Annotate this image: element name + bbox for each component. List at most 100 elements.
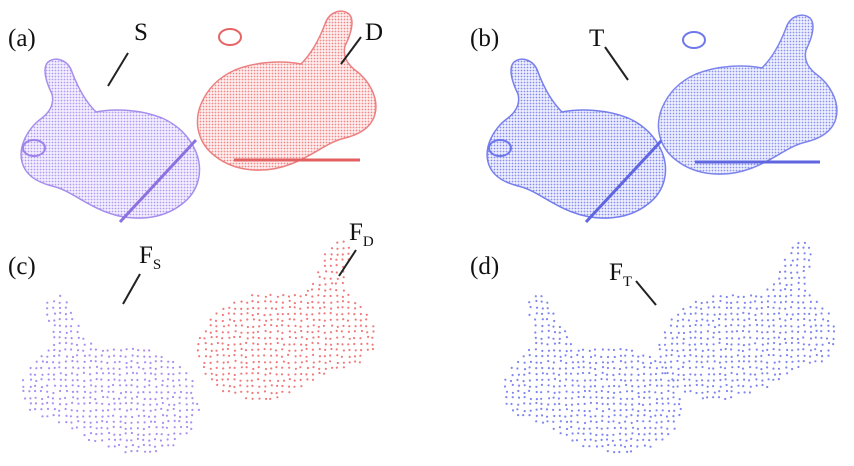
transformed-point	[814, 319, 816, 321]
transformed-point	[820, 325, 822, 327]
transformed-point	[719, 338, 721, 340]
transformed-point	[607, 367, 609, 369]
transformed-point	[529, 366, 531, 368]
destination-point	[264, 374, 266, 376]
source-point	[119, 434, 121, 436]
transformed-point	[701, 392, 703, 394]
destination-point	[246, 391, 248, 393]
source-point	[95, 349, 97, 351]
transformed-point	[596, 408, 598, 410]
destination-point	[233, 343, 235, 345]
transformed-point	[668, 410, 670, 412]
transformed-point	[695, 392, 697, 394]
transformed-point	[712, 320, 714, 322]
destination-point	[270, 300, 272, 302]
transformed-point	[683, 332, 685, 334]
destination-point	[240, 301, 242, 303]
transformed-point	[749, 366, 751, 368]
transformed-point	[582, 372, 584, 374]
destination-point	[281, 348, 283, 350]
transformed-point	[624, 421, 626, 423]
transformed-point	[678, 332, 680, 334]
transformed-point	[743, 296, 745, 298]
source-point	[172, 444, 174, 446]
destination-point	[281, 307, 283, 309]
transformed-point	[779, 295, 781, 297]
source-point	[131, 397, 133, 399]
source-point	[186, 426, 188, 428]
callout-fs-leader	[123, 274, 140, 304]
source-point	[172, 396, 174, 398]
transformed-point	[673, 420, 675, 422]
destination-point	[277, 330, 279, 332]
transformed-point	[797, 319, 799, 321]
transformed-point	[778, 349, 780, 351]
source-point	[125, 402, 127, 404]
destination-point	[330, 278, 332, 280]
destination-point	[293, 343, 295, 345]
source-point	[82, 350, 84, 352]
source-point	[101, 433, 103, 435]
source-point	[149, 433, 151, 435]
transformed-point	[637, 386, 639, 388]
transformed-point	[608, 385, 610, 387]
transformed-point	[631, 390, 633, 392]
transformed-point	[707, 356, 709, 358]
transformed-point	[671, 343, 673, 345]
transformed-point	[625, 349, 627, 351]
transformed-point	[510, 380, 512, 382]
transformed-point	[547, 355, 549, 357]
transformed-point	[743, 360, 745, 362]
source-point	[186, 432, 188, 434]
destination-point	[318, 326, 320, 328]
source-point	[137, 427, 139, 429]
source-point	[65, 403, 67, 405]
transformed-point	[706, 301, 708, 303]
transformed-point	[772, 307, 774, 309]
destination-point	[331, 282, 333, 284]
destination-point	[306, 378, 308, 380]
transformed-point	[570, 356, 572, 358]
transformed-point	[560, 360, 562, 362]
transformed-point	[743, 307, 745, 309]
transformed-point	[791, 349, 793, 351]
destination-point	[361, 330, 363, 332]
callout-s: S	[108, 19, 148, 86]
transformed-point	[595, 434, 597, 436]
destination-point	[251, 380, 253, 382]
transformed-point	[672, 415, 674, 417]
transformed-point	[535, 295, 537, 297]
source-point	[125, 416, 127, 418]
source-point	[180, 426, 182, 428]
destination-point	[210, 362, 212, 364]
source-point	[172, 361, 174, 363]
destination-point	[360, 343, 362, 345]
transformed-point	[607, 450, 609, 452]
transformed-point	[748, 343, 750, 345]
source-point	[148, 384, 150, 386]
source-point	[71, 360, 73, 362]
destination-point	[276, 396, 278, 398]
source-point	[132, 444, 134, 446]
transformed-point	[566, 421, 568, 423]
source-point	[130, 384, 132, 386]
transformed-point	[808, 259, 810, 261]
source-point	[174, 392, 176, 394]
source-point	[29, 409, 31, 411]
transformed-point	[814, 307, 816, 309]
transformed-point	[749, 337, 751, 339]
destination-point	[281, 332, 283, 334]
destination-point	[245, 397, 247, 399]
transformed-point	[535, 348, 537, 350]
transformed-point	[673, 410, 675, 412]
transformed-point	[625, 409, 627, 411]
transformed-point	[779, 271, 781, 273]
source-point	[118, 444, 120, 446]
source-point	[173, 408, 175, 410]
transformed-point	[791, 277, 793, 279]
transformed-point	[808, 313, 810, 315]
transformed-point	[802, 336, 804, 338]
transformed-point	[803, 360, 805, 362]
transformed-point	[748, 348, 750, 350]
destination-point	[331, 367, 333, 369]
